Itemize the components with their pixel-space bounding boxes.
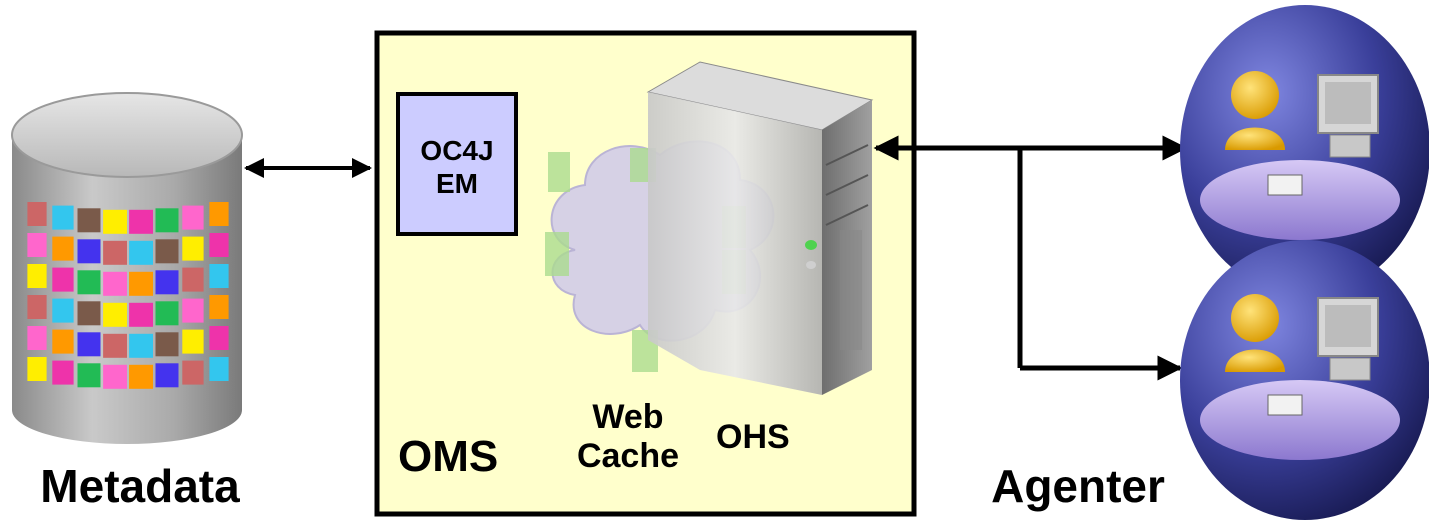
database-tile [129, 240, 153, 265]
database-tile [77, 301, 101, 326]
database-tile [209, 233, 229, 257]
database-icon [11, 92, 243, 444]
database-tile [103, 240, 127, 265]
database-tile [27, 326, 47, 350]
ohs-label: OHS [716, 418, 790, 456]
database-tile [77, 363, 101, 388]
database-tile [209, 264, 229, 288]
database-tile [155, 270, 179, 295]
database-tile [27, 202, 47, 226]
web-cache-label-line2: Cache [576, 437, 680, 476]
oc4j-label: OC4J [420, 135, 494, 166]
database-tile [182, 360, 204, 385]
server-icon [646, 61, 874, 395]
database-tile [182, 298, 204, 323]
database-tile [52, 205, 74, 230]
database-tile [182, 329, 204, 354]
database-tile [77, 270, 101, 295]
web-cache-label: Web Cache [572, 398, 684, 476]
database-tile [129, 209, 153, 234]
database-tile [155, 332, 179, 357]
database-tile [182, 236, 204, 261]
database-tile [209, 202, 229, 226]
em-label: EM [436, 168, 478, 200]
metadata-label: Metadata [40, 460, 240, 512]
database-tile [52, 329, 74, 354]
database-tile [209, 295, 229, 319]
database-tile [27, 264, 47, 288]
database-tile [52, 267, 74, 292]
database-tile [103, 271, 127, 296]
database-tile [155, 363, 179, 388]
database-tile [27, 233, 47, 257]
database-tile [182, 205, 204, 230]
database-tile [129, 271, 153, 296]
database-tile [77, 208, 101, 233]
database-tile [103, 302, 127, 327]
database-tile [52, 298, 74, 323]
database-tile [27, 357, 47, 381]
database-tile [209, 357, 229, 381]
database-tile [103, 364, 127, 389]
web-cache-label-line1: Web [592, 398, 664, 436]
agent-workstation-icon-1 [1180, 5, 1429, 295]
oms-label: OMS [398, 432, 499, 481]
database-tile [27, 295, 47, 319]
agent-connectors [873, 135, 1188, 381]
database-tile [52, 236, 74, 261]
database-tile [155, 208, 179, 233]
database-tile [52, 360, 74, 385]
database-tile [129, 333, 153, 358]
database-tile [77, 239, 101, 264]
database-tile [129, 364, 153, 389]
database-tile [155, 301, 179, 326]
database-tile [129, 302, 153, 327]
agent-workstation-icon-2 [1180, 240, 1429, 520]
database-tile [182, 267, 204, 292]
database-tile [103, 209, 127, 234]
database-tile [103, 333, 127, 358]
database-tile [77, 332, 101, 357]
database-tile [209, 326, 229, 350]
agents-label: Agenter [991, 460, 1165, 512]
database-tile [155, 239, 179, 264]
oc4j-em-box: OC4J EM [396, 92, 518, 236]
